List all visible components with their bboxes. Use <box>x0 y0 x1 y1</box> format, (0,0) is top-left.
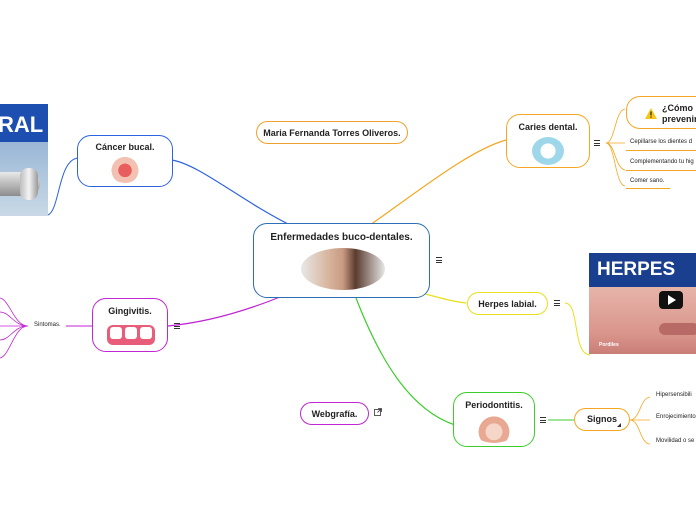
gingivitis-menu-icon[interactable] <box>174 323 180 329</box>
caries-title: Caries dental. <box>518 122 578 132</box>
webgrafia-title: Webgrafía. <box>311 409 358 419</box>
herpes-node[interactable]: Herpes labial. <box>467 292 548 315</box>
central-node[interactable]: Enfermedades buco-dentales. <box>253 223 430 298</box>
mouth-icon <box>109 155 141 183</box>
link-caries-sub <box>605 108 626 187</box>
signos-item-3[interactable]: Movilidad o se <box>656 438 695 444</box>
play-icon[interactable] <box>659 291 683 309</box>
central-menu-icon[interactable] <box>436 257 442 263</box>
caries-item-3[interactable]: Comer sano. <box>630 178 665 184</box>
herpes-video-thumbnail[interactable]: HERPES Pordiles <box>589 253 696 354</box>
external-link-icon[interactable] <box>374 408 382 416</box>
caries-item-1[interactable]: Cepillarse los dientes d <box>630 139 693 145</box>
central-title: Enfermedades buco-dentales. <box>270 232 413 243</box>
link-cancer <box>171 159 291 226</box>
prevent-title: ¿Cómo prevenir <box>662 103 696 124</box>
gingivitis-node[interactable]: Gingivitis. <box>92 298 168 352</box>
cancer-banner-photo <box>0 142 48 216</box>
herpes-banner-text: HERPES <box>597 259 676 280</box>
cancer-title: Cáncer bucal. <box>95 142 155 152</box>
gingivitis-title: Gingivitis. <box>108 306 152 316</box>
teeth-icon <box>107 325 155 345</box>
periodontitis-menu-icon[interactable] <box>540 417 546 423</box>
signos-title: Signos <box>586 414 617 424</box>
signos-item-2[interactable]: Enrojecimiento <box>656 414 696 420</box>
link-cancer-banner <box>47 157 79 216</box>
cancer-node[interactable]: Cáncer bucal. <box>77 135 173 187</box>
collapse-icon[interactable] <box>617 423 621 427</box>
link-signos-branches <box>629 396 651 445</box>
link-periodontitis <box>355 297 456 426</box>
herpes-menu-icon[interactable] <box>554 300 560 306</box>
caries-node[interactable]: Caries dental. <box>506 114 590 168</box>
caries-menu-icon[interactable] <box>594 140 600 146</box>
cancer-banner-text: RAL <box>0 112 44 137</box>
author-node[interactable]: Maria Fernanda Torres Oliveros. <box>256 121 408 144</box>
gingivitis-subtopic[interactable]: Sintomas. <box>34 322 61 328</box>
signos-item-1[interactable]: Hipersensibili <box>656 392 692 398</box>
link-sintomas-branches <box>0 297 29 359</box>
cancer-banner-image[interactable]: RAL <box>0 104 48 216</box>
warning-icon <box>645 108 657 119</box>
periodontitis-title: Periodontitis. <box>465 400 523 410</box>
signos-node[interactable]: Signos <box>574 408 630 431</box>
face-icon <box>301 248 385 290</box>
periodontitis-node[interactable]: Periodontitis. <box>453 392 535 447</box>
webgrafia-node[interactable]: Webgrafía. <box>300 402 369 425</box>
herpes-brand: Pordiles <box>599 342 619 348</box>
tooth-icon <box>532 137 564 165</box>
link-caries <box>369 139 507 226</box>
link-herpes-video <box>564 302 591 356</box>
tooth-cross-section-icon <box>472 415 516 443</box>
caries-item-2[interactable]: Complementando tu hig <box>630 159 694 165</box>
herpes-title: Herpes labial. <box>478 299 537 309</box>
prevent-node[interactable]: ¿Cómo prevenir <box>626 96 696 129</box>
author-text: Maria Fernanda Torres Oliveros. <box>263 128 401 138</box>
